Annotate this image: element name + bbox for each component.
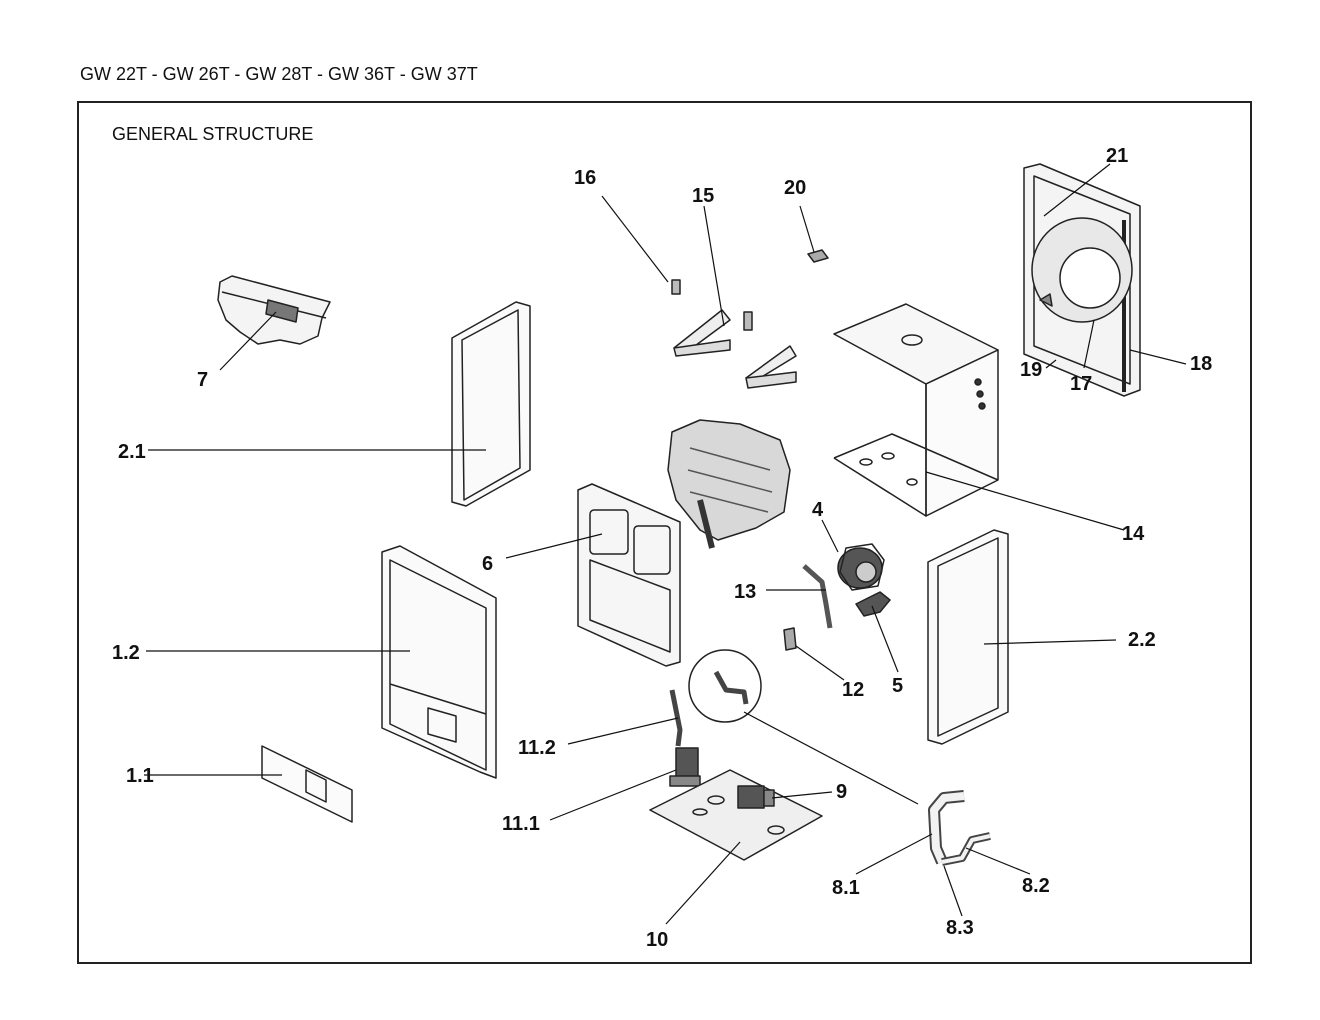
callout-5: 5 — [892, 675, 903, 697]
callout-2-2: 2.2 — [1128, 629, 1156, 651]
callout-20: 20 — [784, 177, 806, 199]
part-20 — [807, 249, 829, 263]
callout-8-1: 8.1 — [832, 877, 860, 899]
part-2-2-side-panel — [927, 529, 1009, 745]
detail-inset-circle — [688, 649, 762, 723]
part-8-pipes — [928, 790, 991, 866]
part-9-gas-valve — [737, 785, 775, 809]
callout-8-3: 8.3 — [946, 917, 974, 939]
part-10-base-plate — [649, 769, 823, 861]
callout-2-1: 2.1 — [118, 441, 146, 463]
callout-11-1: 11.1 — [502, 813, 540, 835]
callout-1-1: 1.1 — [126, 765, 154, 787]
part-16 — [671, 279, 681, 295]
part-2-1-side-panel — [451, 301, 531, 507]
callout-13: 13 — [734, 581, 756, 603]
callout-4: 4 — [812, 499, 824, 521]
part-14-casing — [833, 303, 999, 517]
section-title: GENERAL STRUCTURE — [112, 124, 314, 144]
part-15-brackets — [673, 309, 797, 389]
heat-exchanger — [667, 419, 791, 549]
callout-21: 21 — [1106, 145, 1128, 167]
part-12 — [783, 627, 797, 651]
callout-labels: 7 2.1 1.2 1.1 6 16 15 20 21 19 17 18 14 … — [112, 145, 1212, 951]
part-11-2-tube — [669, 689, 683, 747]
part-13-tube — [802, 564, 833, 629]
part-1-2-front-panel — [381, 545, 497, 779]
part-7-detail-inset — [217, 275, 331, 345]
callout-19: 19 — [1020, 359, 1042, 381]
callout-15: 15 — [692, 185, 714, 207]
part-6-frame — [577, 483, 681, 667]
callout-11-2: 11.2 — [518, 737, 556, 759]
diagram-frame — [77, 101, 1252, 964]
part-18-rear-frame — [1023, 163, 1141, 397]
callout-14: 14 — [1122, 523, 1145, 545]
callout-7: 7 — [197, 369, 208, 391]
part-4-fan — [837, 543, 885, 591]
leader-lines — [144, 163, 1187, 925]
part-1-1-label-panel — [261, 745, 353, 823]
callout-10: 10 — [646, 929, 668, 951]
part-5-valve — [855, 591, 891, 617]
model-range-title: GW 22T - GW 26T - GW 28T - GW 36T - GW 3… — [80, 64, 478, 84]
callout-8-2: 8.2 — [1022, 875, 1050, 897]
callout-17: 17 — [1070, 373, 1092, 395]
part-11-1-pump — [669, 747, 701, 787]
callout-18: 18 — [1190, 353, 1212, 375]
callout-9: 9 — [836, 781, 847, 803]
callout-16: 16 — [574, 167, 596, 189]
callout-6: 6 — [482, 553, 493, 575]
callout-1-2: 1.2 — [112, 642, 140, 664]
callout-12: 12 — [842, 679, 864, 701]
